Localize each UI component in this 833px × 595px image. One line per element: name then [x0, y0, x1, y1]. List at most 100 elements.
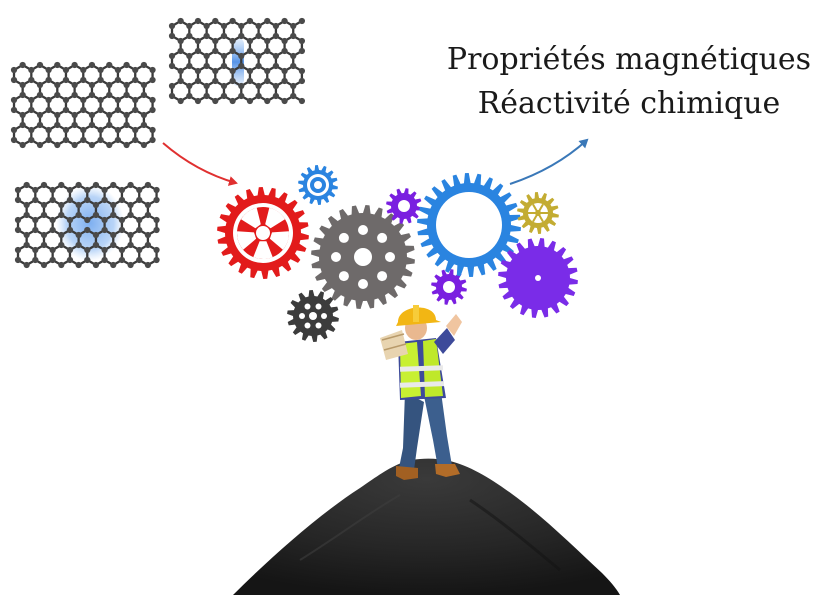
carbon-atom [28, 126, 35, 134]
carbon-atom [177, 47, 184, 55]
carbon-atom [281, 67, 288, 75]
carbon-atom [255, 32, 262, 40]
carbon-atom [177, 67, 184, 75]
gear-icon [217, 187, 309, 279]
carbon-atom [177, 37, 184, 45]
carbon-atom [66, 226, 74, 234]
carbon-atom [14, 256, 22, 264]
carbon-atom [45, 96, 52, 104]
carbon-atom [40, 231, 48, 239]
carbon-atom [84, 256, 91, 264]
carbon-atom [127, 231, 134, 239]
carbon-atom [92, 241, 100, 249]
carbon-atom [36, 91, 44, 99]
graphene-sheet-line-defect [168, 17, 306, 105]
carbon-atom [19, 91, 26, 99]
carbon-atom [45, 126, 52, 134]
carbon-atom [75, 231, 82, 239]
carbon-atom [153, 246, 160, 254]
carbon-atom [144, 211, 152, 219]
carbon-atom [194, 97, 202, 105]
gear-icon [517, 192, 559, 234]
carbon-atom [28, 96, 35, 104]
carbon-atom [281, 97, 288, 105]
carbon-atom [66, 246, 74, 254]
carbon-atom [40, 241, 48, 249]
carbon-atom [149, 126, 156, 134]
carbon-atom [118, 226, 126, 234]
carbon-atom [92, 261, 100, 269]
carbon-atom [19, 141, 26, 149]
carbon-atom [229, 77, 236, 85]
carbon-atom [62, 76, 70, 84]
carbon-atom [281, 37, 288, 45]
carbon-atom [212, 77, 219, 85]
carbon-atom [36, 111, 44, 119]
carbon-atom [88, 111, 96, 119]
carbon-atom [97, 106, 104, 114]
carbon-atom [255, 82, 262, 90]
carbon-atom [229, 97, 236, 105]
carbon-atom [203, 62, 210, 70]
carbon-atom [203, 92, 210, 100]
carbon-atom [194, 17, 202, 25]
worker-icon [380, 305, 462, 480]
carbon-atom [123, 111, 130, 119]
carbon-atom [168, 32, 176, 40]
carbon-atom [177, 77, 184, 85]
carbon-atom [45, 76, 52, 84]
carbon-atom [84, 226, 91, 234]
carbon-atom [71, 111, 78, 119]
carbon-atom [14, 226, 22, 234]
carbon-atom [153, 186, 160, 194]
carbon-atom [298, 97, 306, 105]
carbon-atom [127, 211, 134, 219]
carbon-atom [118, 216, 126, 224]
carbon-atom [49, 246, 56, 254]
carbon-atom [203, 22, 210, 30]
carbon-atom [132, 136, 139, 144]
carbon-atom [238, 92, 245, 100]
carbon-atom [84, 246, 91, 254]
carbon-atom [92, 231, 100, 239]
carbon-atom [149, 66, 156, 74]
carbon-atom [264, 67, 271, 75]
carbon-atom [58, 211, 65, 219]
carbon-atom [255, 22, 262, 30]
property-label-reactivity: Réactivité chimique [477, 86, 781, 121]
carbon-atom [40, 201, 48, 209]
carbon-atom [54, 61, 61, 69]
carbon-atom [54, 81, 61, 89]
carbon-atom [144, 261, 152, 269]
carbon-atom [194, 77, 202, 85]
carbon-atom [71, 81, 78, 89]
carbon-atom [264, 37, 271, 45]
carbon-atom [298, 77, 306, 85]
carbon-atom [40, 211, 48, 219]
gear-icon [386, 188, 422, 224]
carbon-atom [203, 52, 210, 60]
carbon-atom [32, 186, 39, 194]
carbon-atom [118, 196, 126, 204]
carbon-atom [45, 136, 52, 144]
carbon-atom [45, 66, 52, 74]
carbon-atom [58, 241, 65, 249]
carbon-atom [23, 181, 30, 189]
carbon-atom [14, 246, 22, 254]
carbon-atom [229, 37, 236, 45]
carbon-atom [264, 97, 271, 105]
carbon-atom [101, 246, 108, 254]
carbon-atom [49, 256, 56, 264]
carbon-atom [149, 96, 156, 104]
carbon-atom [140, 121, 148, 129]
carbon-atom [36, 61, 44, 69]
carbon-atom [144, 231, 152, 239]
carbon-atom [54, 91, 61, 99]
carbon-atom [58, 261, 65, 269]
carbon-atom [220, 52, 228, 60]
carbon-atom [127, 261, 134, 269]
carbon-atom [106, 61, 113, 69]
carbon-atom [10, 76, 18, 84]
carbon-atom [153, 196, 160, 204]
